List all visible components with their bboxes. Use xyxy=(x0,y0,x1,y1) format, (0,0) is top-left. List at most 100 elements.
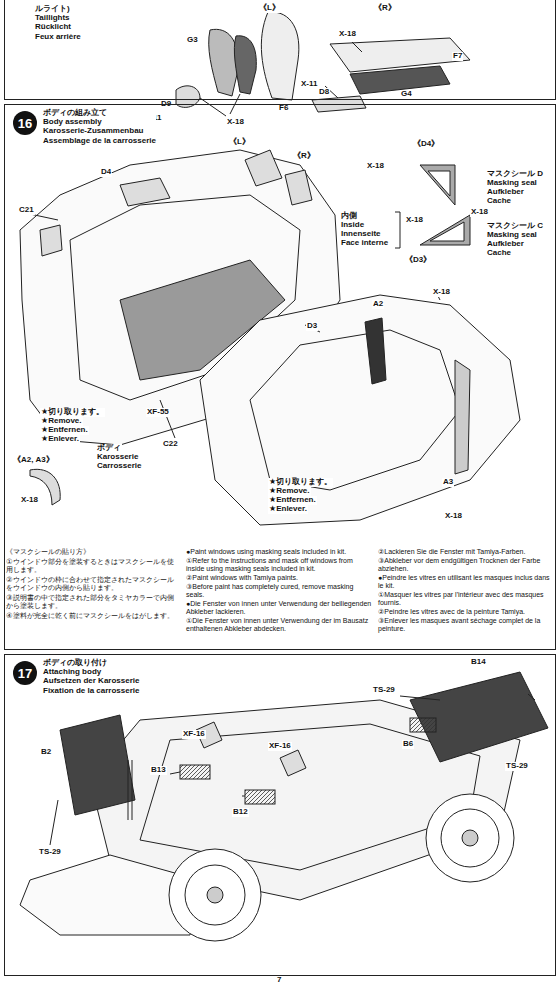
instruction-note: ●Paint windows using masking seals inclu… xyxy=(186,548,372,556)
part-label: マスクシール D xyxy=(486,170,544,179)
part-label: A3 xyxy=(442,478,454,487)
part-label: TS-29 xyxy=(38,848,62,857)
part-label: ★Remove. xyxy=(268,487,311,496)
step-panel: ボディの取り付けAttaching bodyAufsetzen der Karo… xyxy=(4,654,556,976)
instruction-note: ①Die Fenster von innen unter Verwendung … xyxy=(186,617,372,633)
part-label: D8 xyxy=(318,88,330,97)
heading-text: ボディの組み立て xyxy=(43,108,156,117)
instruction-note: ③説明書の中で指定された部分をタミヤカラーで内側から塗装します。 xyxy=(6,594,180,611)
step-heading: ボディの組み立てBody assemblyKarosserie-Zusammen… xyxy=(43,108,156,145)
heading-text: Karosserie-Zusammenbau xyxy=(43,126,156,135)
instruction-note: ③Enlever les masques avant séchage compl… xyxy=(378,617,554,633)
part-label: Masking seal xyxy=(486,231,538,240)
part-label: C21 xyxy=(18,206,35,215)
step-heading: ルライト)TaillightsRücklichtFeux arrière xyxy=(35,4,81,41)
part-label: X-18 xyxy=(20,496,39,505)
part-label: XF-55 xyxy=(146,408,170,417)
heading-text: ボディの取り付け xyxy=(43,658,140,667)
part-label: ★Entfernen. xyxy=(268,496,317,505)
part-label: XF-16 xyxy=(268,742,292,751)
part-label: D3 xyxy=(306,322,318,331)
heading-text: Body assembly xyxy=(43,117,156,126)
instruction-note: ①Refer to the instructions and mask off … xyxy=(186,557,372,573)
step-panel: ルライト)TaillightsRücklichtFeux arrière xyxy=(4,0,556,100)
part-label: Aufkleber xyxy=(486,240,525,249)
instruction-note: ③Before paint has completely cured, remo… xyxy=(186,583,372,599)
part-label: B14 xyxy=(470,658,487,667)
part-label: Cache xyxy=(486,197,512,206)
part-label: X-18 xyxy=(444,512,463,521)
part-label: ★切り取ります。 xyxy=(268,478,333,487)
part-label: D4 xyxy=(100,168,112,177)
step-number-text: 16 xyxy=(18,116,32,131)
heading-text: Taillights xyxy=(35,13,81,22)
note-column: ●Paint windows using masking seals inclu… xyxy=(186,548,372,634)
note-column: 《マスクシールの貼り方》①ウインドウ部分を塗装するときはマスクシールを使用します… xyxy=(6,548,180,621)
part-label: ★切り取ります。 xyxy=(40,408,105,417)
heading-text: Fixation de la carrosserie xyxy=(43,686,140,695)
part-label: X-18 xyxy=(405,216,424,225)
instruction-note: ①Masquer les vitres par l'intérieur avec… xyxy=(378,591,554,607)
part-label: C22 xyxy=(162,440,179,449)
part-label: B12 xyxy=(232,808,249,817)
part-label: 《A2, A3》 xyxy=(12,456,55,465)
step-number: 16 xyxy=(13,111,37,135)
part-label: マスクシール C xyxy=(486,222,544,231)
step-number: 17 xyxy=(13,661,37,685)
instruction-note: ④塗料が完全に乾く前にマスクシールをはがします。 xyxy=(6,612,180,621)
part-label: F7 xyxy=(452,52,463,61)
instruction-note: ①ウインドウ部分を塗装するときはマスクシールを使用します。 xyxy=(6,558,180,575)
part-label: B6 xyxy=(402,740,414,749)
part-label: Aufkleber xyxy=(486,188,525,197)
part-label: TS-29 xyxy=(372,686,396,695)
part-label: X-18 xyxy=(432,288,451,297)
part-label: Inside xyxy=(340,221,365,230)
heading-text: Assemblage de la carrosserie xyxy=(43,136,156,145)
part-label: 《L》 xyxy=(228,138,251,147)
instruction-note: 《マスクシールの貼り方》 xyxy=(6,548,180,557)
part-label: ★Enlever. xyxy=(40,435,80,444)
part-label: 《D4》 xyxy=(412,140,440,149)
heading-text: ルライト) xyxy=(35,4,81,13)
part-label: F6 xyxy=(278,104,289,113)
part-label: ボディ xyxy=(96,444,122,453)
part-label: X-18 xyxy=(366,162,385,171)
instruction-note: ③Abkleber vor dem endgültigen Trocknen d… xyxy=(378,557,554,573)
instruction-note: ②Lackieren Sie die Fenster mit Tamiya-Fa… xyxy=(378,548,554,556)
part-label: A2 xyxy=(372,300,384,309)
instruction-note: ●Die Fenster von innen unter Verwendung … xyxy=(186,600,372,616)
part-label: Cache xyxy=(486,249,512,258)
step-number-text: 17 xyxy=(18,666,32,681)
part-label: B2 xyxy=(40,748,52,757)
heading-text: Feux arrière xyxy=(35,32,81,41)
part-label: X-18 xyxy=(338,30,357,39)
instruction-note: ②Paint windows with Tamiya paints. xyxy=(186,574,372,582)
part-label: X-18 xyxy=(470,208,489,217)
part-label: 《L》 xyxy=(258,4,281,13)
part-label: X-11 xyxy=(300,80,318,89)
part-label: TS-29 xyxy=(505,762,529,771)
instruction-note: ●Peindre les vitres en utilisant les mas… xyxy=(378,574,554,590)
part-label: G3 xyxy=(186,36,199,45)
instruction-note: ②ウインドウの枠に合わせて指定されたマスクシールをウインドウの内側から貼ります。 xyxy=(6,576,180,593)
part-label: 《R》 xyxy=(373,4,397,13)
part-label: 《D3》 xyxy=(404,256,432,265)
part-label: ★Enlever. xyxy=(268,505,308,514)
heading-text: Aufsetzen der Karosserie xyxy=(43,676,140,685)
step-panel: ボディの組み立てBody assemblyKarosserie-Zusammen… xyxy=(4,104,556,650)
part-label: B13 xyxy=(150,766,167,775)
page-number: 7 xyxy=(276,976,282,985)
step-heading: ボディの取り付けAttaching bodyAufsetzen der Karo… xyxy=(43,658,140,695)
part-label: G4 xyxy=(400,90,413,99)
part-label: XF-16 xyxy=(182,730,206,739)
part-label: Carrosserie xyxy=(96,462,142,471)
part-label: Masking seal xyxy=(486,179,538,188)
part-label: 《R》 xyxy=(292,152,316,161)
part-label: Innenseite xyxy=(340,230,382,239)
heading-text: Rücklicht xyxy=(35,22,81,31)
part-label: 内側 xyxy=(340,212,358,221)
part-label: X-18 xyxy=(226,118,245,127)
part-label: Face interne xyxy=(340,239,389,248)
part-label: ★Entfernen. xyxy=(40,426,89,435)
note-column: ②Lackieren Sie die Fenster mit Tamiya-Fa… xyxy=(378,548,554,634)
